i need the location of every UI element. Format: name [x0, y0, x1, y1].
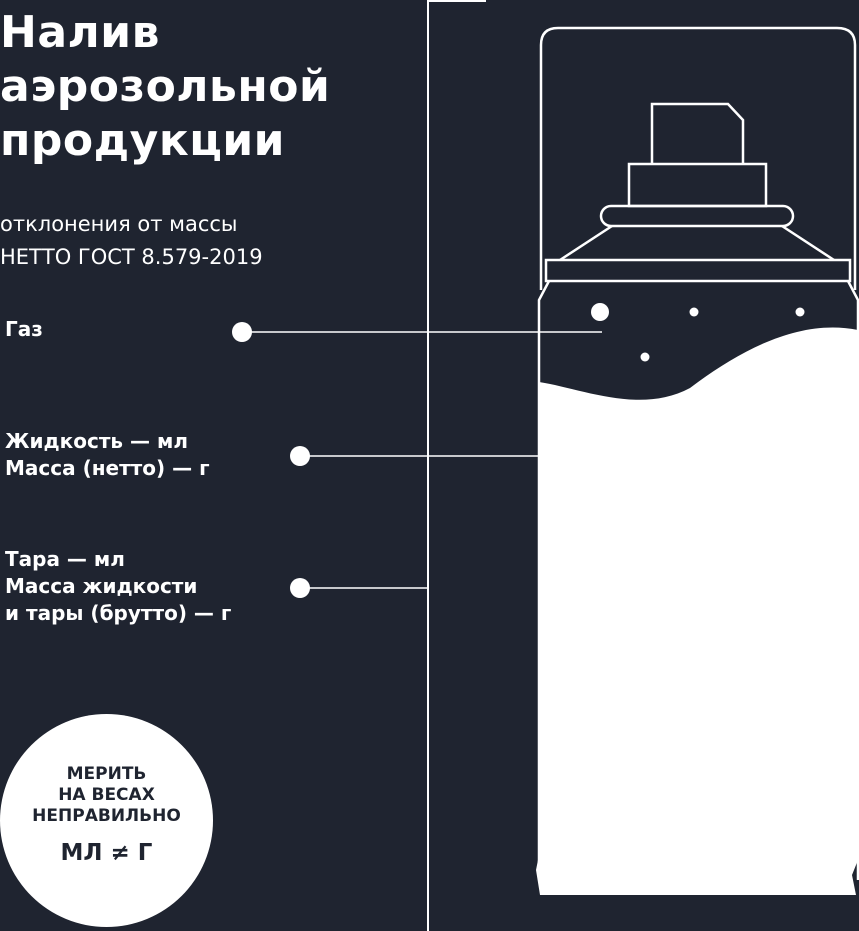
can-rim — [544, 258, 852, 283]
label-liquid-volume: Жидкость — мл — [5, 429, 188, 453]
label-liquid: Жидкость — мл Масса (нетто) — г — [5, 428, 210, 482]
badge-line: НА ВЕСАХ — [58, 785, 155, 805]
can-nozzle — [650, 102, 745, 164]
label-tare: Тара — мл Масса жидкости и тары (брутто)… — [5, 546, 231, 627]
badge-line: НЕПРАВИЛЬНО — [32, 806, 181, 826]
title-line: продукции — [0, 115, 285, 166]
can-valve-ring — [599, 204, 795, 228]
label-gas: Газ — [5, 316, 43, 343]
title-line: аэрозольной — [0, 61, 331, 112]
badge-text: МЕРИТЬ НА ВЕСАХ НЕПРАВИЛЬНО — [0, 764, 213, 827]
gas-bubble — [795, 307, 805, 317]
subtitle-line: НЕТТО ГОСТ 8.579-2019 — [0, 245, 263, 269]
warning-badge: МЕРИТЬ НА ВЕСАХ НЕПРАВИЛЬНО МЛ ≠ Г — [0, 714, 213, 927]
label-tare-mass-cont: и тары (брутто) — г — [5, 601, 232, 625]
badge-line: МЕРИТЬ — [66, 764, 147, 784]
can-valve — [627, 162, 768, 208]
gas-bubble — [591, 303, 609, 321]
pointer-liquid-dot — [290, 446, 310, 466]
label-tare-volume: Тара — мл — [5, 547, 125, 571]
title-line: Налив — [0, 7, 160, 58]
can-liquid — [536, 327, 858, 895]
page-title: Налив аэрозольной продукции — [0, 6, 330, 168]
label-gas-text: Газ — [5, 317, 43, 341]
gas-bubble — [689, 307, 699, 317]
pointer-gas-dot — [232, 322, 252, 342]
label-liquid-mass: Масса (нетто) — г — [5, 456, 210, 480]
can-shoulder — [559, 224, 835, 262]
badge-formula: МЛ ≠ Г — [60, 840, 153, 866]
can-cap-outline — [539, 26, 857, 290]
subtitle-line: отклонения от массы — [0, 212, 238, 236]
subtitle: отклонения от массы НЕТТО ГОСТ 8.579-201… — [0, 208, 263, 274]
label-tare-mass: Масса жидкости — [5, 574, 198, 598]
gas-bubble — [640, 352, 650, 362]
pointer-tare-dot — [290, 578, 310, 598]
